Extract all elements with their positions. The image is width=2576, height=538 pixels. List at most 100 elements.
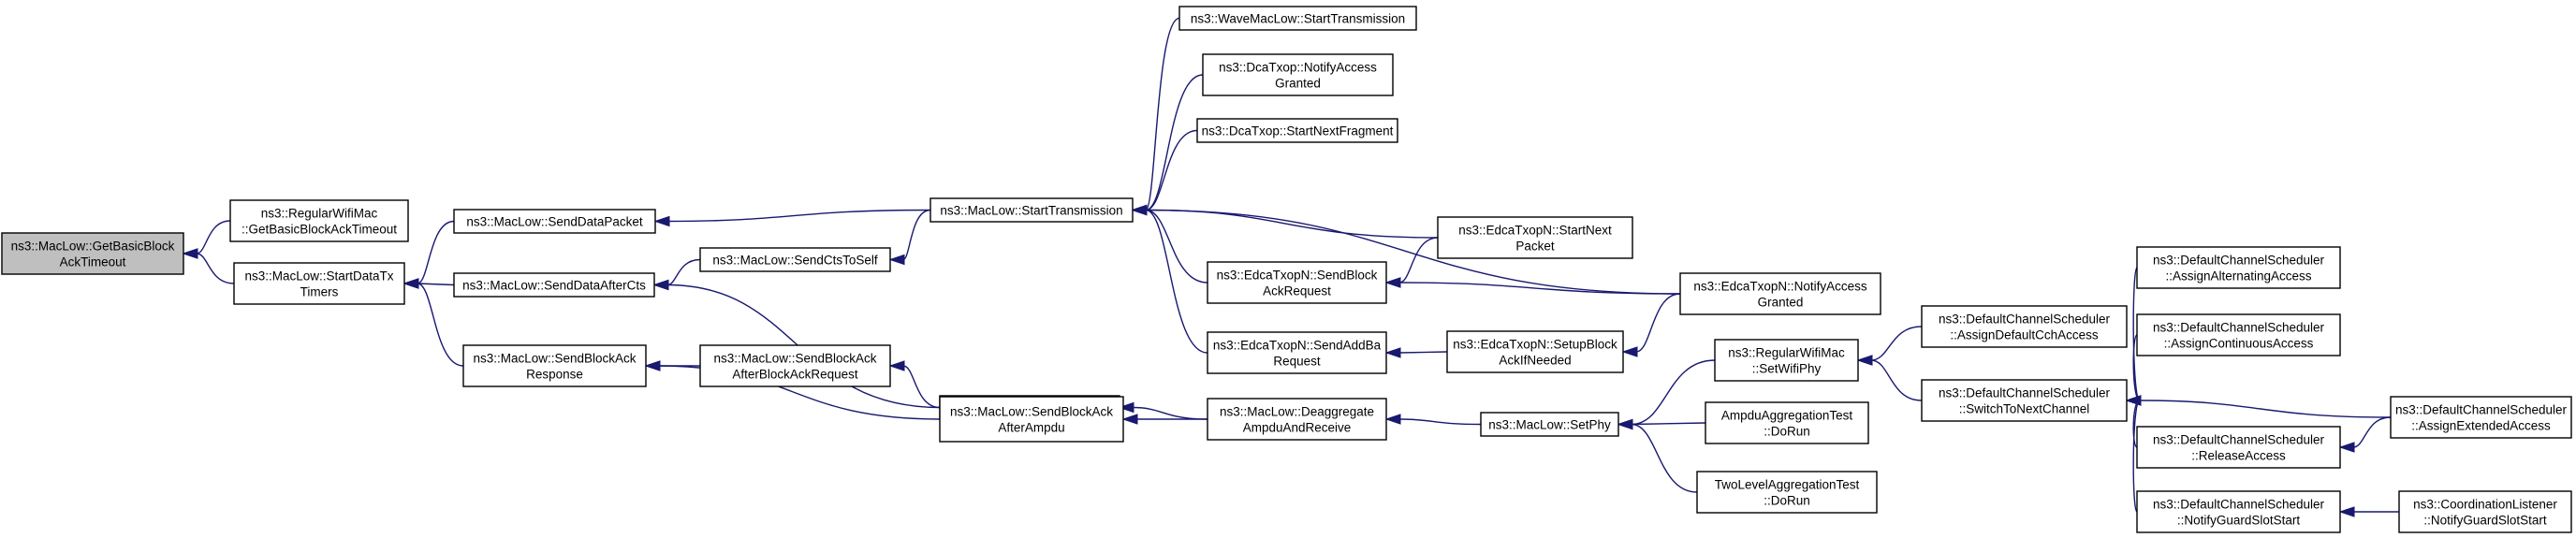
node-label-line: AmpduAndReceive (1243, 421, 1352, 435)
node-box (462, 344, 647, 387)
node-n29[interactable]: ns3::DefaultChannelScheduler::NotifyGuar… (2136, 490, 2341, 533)
arrowhead (1384, 347, 1401, 358)
node-label-line: ns3::WaveMacLow::StartTransmission (1191, 12, 1405, 26)
node-label-line: ::GetBasicBlockAckTimeout (242, 223, 397, 237)
node-label-line: ns3::MacLow::SetPhy (1488, 418, 1611, 432)
node-box (1207, 261, 1387, 304)
node-label-line: ::NotifyGuardSlotStart (2177, 514, 2301, 528)
edge-n2-to-n0 (182, 248, 235, 284)
node-box (453, 272, 655, 298)
node-label-line: AckRequest (1263, 284, 1331, 298)
edge-n6-to-n7 (888, 209, 931, 266)
node-n24[interactable]: ns3::DefaultChannelScheduler::AssignDefa… (1921, 305, 2128, 348)
edge-n30-to-n28 (2338, 416, 2392, 453)
node-label-line: ns3::MacLow::Deaggregate (1220, 405, 1374, 419)
node-label-line: Response (526, 368, 583, 382)
edge-n20-to-n6 (1131, 204, 1681, 295)
edge-n6-to-n3 (653, 209, 931, 227)
edge-n19-to-n16 (1384, 414, 1482, 426)
node-n21[interactable]: ns3::RegularWifiMac::SetWifiPhy (1714, 339, 1859, 382)
node-label-line: ns3::DefaultChannelScheduler (2153, 254, 2325, 268)
node-label-line: ns3::MacLow::SendBlockAck (713, 352, 876, 366)
edge-n23-to-n19 (1617, 418, 1698, 493)
arrowhead (1856, 355, 1873, 366)
node-label-line: AmpduAggregationTest (1721, 409, 1853, 423)
arrowhead (888, 254, 905, 266)
node-label-line: ns3::DefaultChannelScheduler (2153, 321, 2325, 335)
node-label-line: ns3::EdcaTxopN::SendBlock (1217, 269, 1378, 283)
node-label-line: ns3::DefaultChannelScheduler (2153, 498, 2325, 512)
edge-n15-to-n6 (1131, 204, 1208, 354)
node-n23[interactable]: TwoLevelAggregationTest::DoRun (1696, 471, 1878, 514)
node-label-line: ns3::DefaultChannelScheduler (2395, 403, 2568, 417)
node-label-line: AfterAmpdu (998, 421, 1064, 435)
node-box (1921, 305, 2128, 348)
node-label-line: ns3::MacLow::StartTransmission (940, 204, 1122, 218)
node-n25[interactable]: ns3::DefaultChannelScheduler::SwitchToNe… (1921, 379, 2128, 422)
node-box (699, 344, 891, 387)
node-label-line: ns3::CoordinationListener (2413, 498, 2557, 512)
node-n6[interactable]: ns3::MacLow::StartTransmission (929, 197, 1134, 223)
node-n27[interactable]: ns3::DefaultChannelScheduler::AssignCont… (2136, 313, 2341, 356)
node-n11[interactable]: ns3::WaveMacLow::StartTransmission (1178, 6, 1417, 31)
node-label-line: ns3::RegularWifiMac (261, 207, 378, 221)
arrowhead (182, 248, 198, 259)
node-label-line: Granted (1758, 296, 1804, 310)
edge-n9-to-n8 (888, 360, 941, 409)
node-label-line: AckTimeout (60, 255, 126, 269)
arrowhead (402, 278, 419, 289)
node-label-line: ::DoRun (1764, 425, 1810, 439)
node-n13[interactable]: ns3::DcaTxop::StartNextFragment (1196, 118, 1398, 143)
node-n7[interactable]: ns3::MacLow::SendCtsToSelf (699, 247, 891, 272)
arrowhead (2338, 506, 2355, 517)
node-label-line: ns3::DcaTxop::StartNextFragment (1202, 124, 1394, 138)
node-label-line: ns3::DcaTxop::NotifyAccess (1219, 61, 1377, 75)
node-label-line: ns3::EdcaTxopN::SetupBlock (1453, 338, 1617, 352)
node-layer: ns3::MacLow::GetBasicBlockAckTimeoutns3:… (1, 6, 2572, 533)
node-n1[interactable]: ns3::RegularWifiMac::GetBasicBlockAckTim… (229, 199, 409, 242)
node-box (2136, 490, 2341, 533)
node-label-line: Packet (1515, 240, 1555, 254)
edge-n30-to-n25 (2125, 395, 2392, 418)
node-n28[interactable]: ns3::DefaultChannelScheduler::ReleaseAcc… (2136, 426, 2341, 469)
node-label-line: ns3::MacLow::SendBlockAck (473, 352, 636, 366)
node-box (1705, 401, 1869, 444)
node-n8[interactable]: ns3::MacLow::SendBlockAckAfterBlockAckRe… (699, 344, 891, 387)
node-box (699, 247, 891, 272)
edge-n18-to-n15 (1384, 347, 1448, 358)
node-box (1696, 471, 1878, 514)
arrowhead (652, 279, 669, 291)
node-n22[interactable]: AmpduAggregationTest::DoRun (1705, 401, 1869, 444)
node-label-line: ns3::MacLow::GetBasicBlock (11, 240, 175, 254)
edge-n25-to-n21 (1856, 355, 1923, 401)
node-n4[interactable]: ns3::MacLow::SendDataAfterCts (453, 272, 655, 298)
node-label-line: ns3::EdcaTxopN::SendAddBa (1213, 339, 1382, 353)
node-box (2398, 490, 2572, 533)
node-n26[interactable]: ns3::DefaultChannelScheduler::AssignAlte… (2136, 246, 2341, 289)
arrowhead (2125, 395, 2142, 406)
arrowhead (644, 360, 661, 371)
edge-n20-to-n14 (1384, 277, 1681, 295)
edge-n3-to-n2 (402, 220, 455, 289)
node-n3[interactable]: ns3::MacLow::SendDataPacket (453, 209, 656, 234)
node-label-line: ns3::MacLow::SendDataPacket (466, 215, 643, 229)
node-label-line: ::AssignContinuousAccess (2164, 337, 2314, 351)
node-n19[interactable]: ns3::MacLow::SetPhy (1480, 412, 1619, 437)
node-label-line: Request (1273, 355, 1321, 369)
node-box (453, 209, 656, 234)
node-label-line: ns3::EdcaTxopN::NotifyAccess (1693, 280, 1867, 294)
node-n31[interactable]: ns3::CoordinationListener::NotifyGuardSl… (2398, 490, 2572, 533)
node-label-line: ns3::DefaultChannelScheduler (2153, 433, 2325, 447)
node-n0[interactable]: ns3::MacLow::GetBasicBlockAckTimeout (1, 232, 184, 275)
node-n30[interactable]: ns3::DefaultChannelScheduler::AssignExte… (2390, 396, 2572, 439)
